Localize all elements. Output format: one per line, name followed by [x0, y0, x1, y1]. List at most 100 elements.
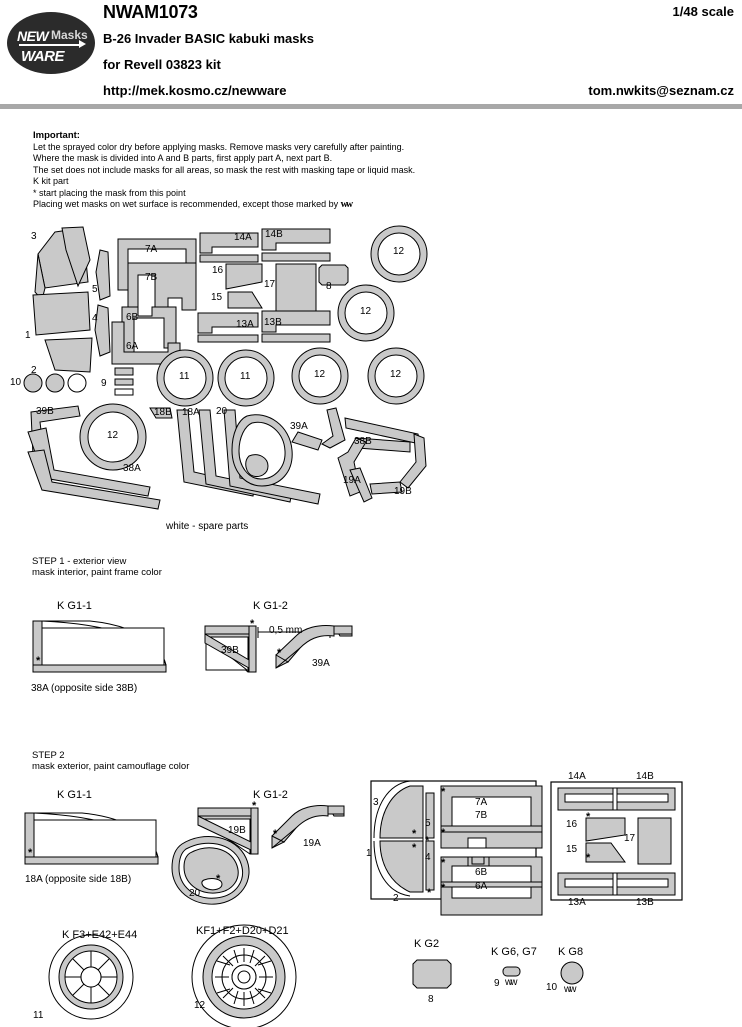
scale-label: 1/48 scale [672, 4, 734, 19]
step2-nose-label-6A: 6A [475, 881, 488, 892]
label-part-3: 3 [31, 231, 37, 242]
label-part-6A: 6A [126, 341, 139, 352]
wheel-small-kit-label: K F3+E42+E44 [62, 929, 138, 941]
part-group-small [23, 367, 134, 396]
step1-star-38a-icon: * [36, 655, 41, 667]
step2-nose-label-1: 1 [366, 848, 372, 859]
step2-part-19a-label: 19A [303, 838, 321, 849]
label-part-6B: 6B [126, 312, 139, 323]
important-line-1: Let the sprayed color dry before applyin… [33, 142, 405, 152]
part-g2-number: 8 [428, 994, 434, 1005]
step2-star-20-icon: * [216, 873, 221, 885]
kit-reference: for Revell 03823 kit [103, 57, 221, 72]
part-g2-kit-label: K G2 [414, 938, 440, 950]
step2-nose-label-3: 3 [373, 797, 379, 808]
part-group-20 [231, 414, 293, 487]
label-part-18A: 18A [182, 407, 200, 418]
important-title: Important: [33, 130, 80, 141]
product-code: NWAM1073 [103, 2, 198, 22]
step2-graphics [24, 780, 683, 916]
label-part-14A: 14A [234, 232, 252, 243]
label-ring-12-e: 12 [107, 430, 119, 441]
step2-nose-star-5-icon: * [412, 828, 417, 840]
step2-nose-label-2: 2 [393, 893, 399, 904]
label-part-1: 1 [25, 330, 31, 341]
step2-part-19b-label: 19B [228, 825, 246, 836]
step2-tail-label-16: 16 [566, 819, 578, 830]
label-part-15: 15 [211, 292, 223, 303]
part-group-canopy-sides [32, 226, 111, 373]
wheel-small-number: 11 [33, 1010, 44, 1021]
wet-note-text: Placing wet masks on wet surface is reco… [33, 199, 341, 210]
label-part-4: 4 [92, 313, 98, 324]
step2-tail-label-14B: 14B [636, 771, 654, 782]
website-url[interactable]: http://mek.kosmo.cz/newware [103, 83, 287, 98]
part-g67-kit-label: K G6, G7 [491, 946, 537, 958]
step2-nose-label-5: 5 [425, 818, 431, 829]
step2-nose-label-6B: 6B [475, 867, 488, 878]
label-part-5: 5 [92, 284, 98, 295]
part-group-39-38 [27, 405, 173, 510]
label-part-20: 20 [216, 406, 228, 417]
step1-group-left-label: K G1-1 [57, 600, 92, 612]
label-part-7A: 7A [145, 244, 158, 255]
label-part-19B: 19B [394, 486, 412, 497]
step2-nose-star-4-icon: * [441, 882, 446, 894]
step2-nose-star-3-icon: * [441, 857, 446, 869]
step2-nose-star-8-icon: * [427, 887, 432, 899]
step2-part-20-label: 20 [189, 888, 201, 899]
step2-nose-star-1-icon: * [441, 786, 446, 798]
label-part-9: 9 [101, 378, 107, 389]
label-part-19A: 19A [343, 475, 361, 486]
part-g8-number: 10 [546, 982, 558, 993]
label-part-38A: 38A [123, 463, 141, 474]
step1-star-39a-icon: * [277, 647, 282, 659]
important-line-4: K kit part [33, 176, 69, 187]
step2-star-19a-icon: * [273, 828, 278, 840]
part-g67-number: 9 [494, 978, 500, 989]
logo-masks-text: Masks [51, 28, 88, 42]
step2-nose-star-6-icon: * [412, 842, 417, 854]
label-part-38B: 38B [354, 436, 372, 447]
step2-group-left-label: K G1-1 [57, 789, 92, 801]
step1-star-39b-icon: * [250, 618, 255, 630]
header: NEW Masks WARE NWAM1073 1/48 scale B-26 … [0, 0, 742, 104]
label-part-7B: 7B [145, 272, 158, 283]
step1-part-38a-caption: 38A (opposite side 38B) [31, 683, 138, 694]
label-part-17: 17 [264, 279, 276, 290]
step2-tail-label-15: 15 [566, 844, 578, 855]
brand-logo: NEW Masks WARE [7, 12, 95, 74]
part-g8-kit-label: K G8 [558, 946, 584, 958]
label-part-10: 10 [10, 377, 22, 388]
label-ring-11-a: 11 [179, 371, 190, 382]
step1-group-right-label: K G1-2 [253, 600, 288, 612]
important-notes: Important: Let the sprayed color dry bef… [33, 130, 633, 210]
label-ring-12-a: 12 [393, 246, 405, 257]
step2-tail-star-2-icon: * [586, 852, 591, 864]
important-line-5: * start placing the mask from this point [33, 187, 186, 198]
wet-mask-glyph-icon: ww [340, 199, 354, 211]
logo-ware-text: WARE [21, 48, 65, 65]
contact-email[interactable]: tom.nwkits@seznam.cz [588, 83, 734, 98]
important-line-3: The set does not include masks for all a… [33, 164, 416, 175]
spare-parts-caption: white - spare parts [166, 521, 249, 532]
step2-tail-label-17: 17 [624, 833, 636, 844]
label-part-14B: 14B [265, 229, 283, 240]
label-ring-12-b: 12 [360, 306, 372, 317]
step2-nose-star-7-icon: * [425, 835, 430, 847]
step2-nose-label-4: 4 [425, 852, 431, 863]
logo-new-text: NEW [17, 28, 49, 44]
step2-tail-label-14A: 14A [568, 771, 586, 782]
label-ring-12-d: 12 [390, 369, 402, 380]
step1-graphics [32, 620, 353, 673]
wheel-large-number: 12 [194, 1000, 206, 1011]
label-ring-12-c: 12 [314, 369, 326, 380]
label-ring-11-b: 11 [240, 371, 251, 382]
step2-nose-label-7A: 7A [475, 797, 488, 808]
label-part-39B: 39B [36, 406, 54, 417]
step2-title: STEP 2 [32, 750, 65, 761]
step2-tail-label-13B: 13B [636, 897, 654, 908]
step1-part-39b-label: 39B [221, 645, 239, 656]
step2-nose-star-2-icon: * [441, 827, 446, 839]
